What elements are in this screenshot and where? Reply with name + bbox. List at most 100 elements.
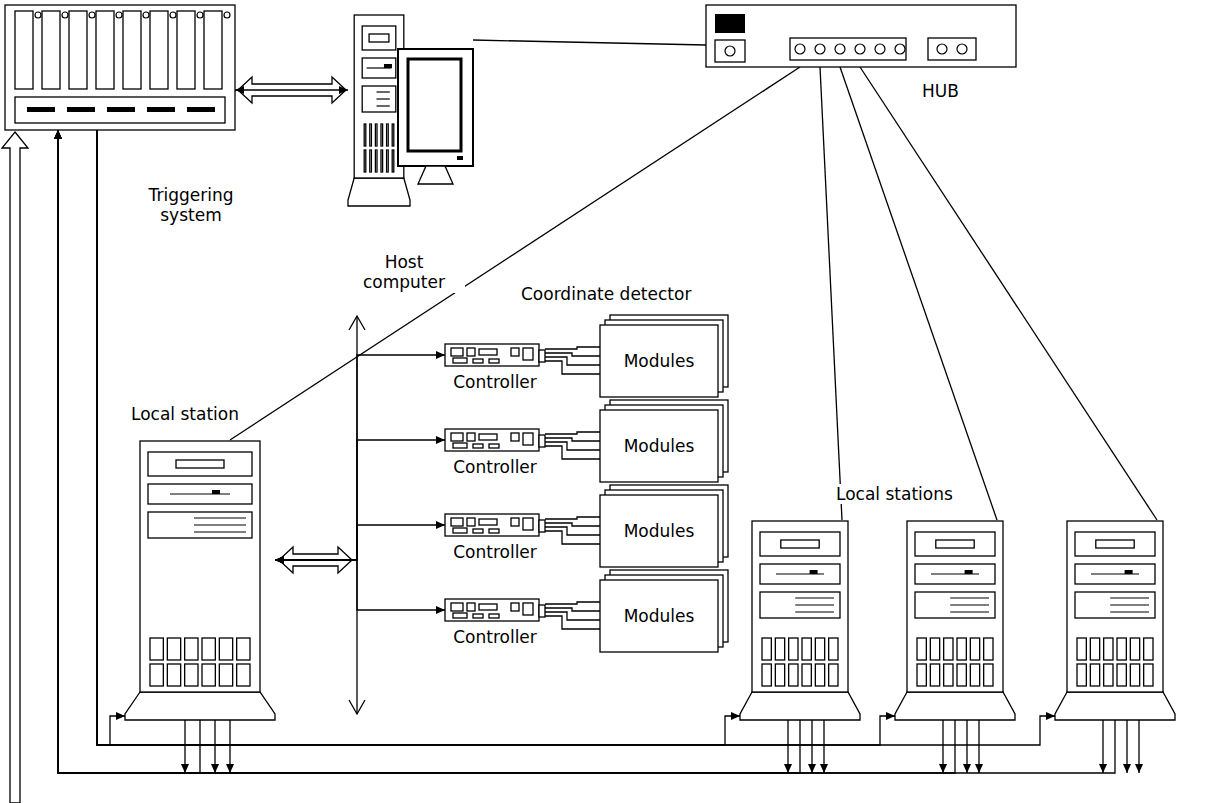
hub-port	[815, 44, 825, 54]
chip	[511, 348, 519, 356]
rack-switch	[147, 107, 175, 112]
drive-bay	[915, 564, 995, 584]
vent-slot	[917, 638, 926, 660]
signal-output-arrow	[978, 720, 979, 773]
vent-slot	[219, 664, 232, 686]
vent-slot	[789, 664, 798, 686]
vent-slot	[970, 638, 979, 660]
chip	[467, 518, 475, 526]
module-front	[600, 325, 718, 397]
vent-slot	[775, 664, 784, 686]
vent-slot	[1090, 638, 1099, 660]
chip	[511, 433, 519, 441]
vent-slot	[1104, 638, 1113, 660]
panel-line	[1110, 597, 1149, 598]
hub-case	[706, 5, 1016, 67]
card-connector	[539, 520, 545, 532]
node-label: Host computer	[343, 252, 465, 293]
chip	[473, 614, 483, 618]
vent-slot	[829, 638, 838, 660]
vent-slot	[829, 664, 838, 686]
chip	[453, 613, 467, 618]
connector	[230, 67, 800, 440]
vent-slot	[387, 150, 389, 172]
chip	[479, 349, 497, 355]
card-connector	[539, 350, 545, 362]
hub-port	[875, 44, 885, 54]
chip	[451, 518, 463, 526]
vent-slot	[370, 150, 372, 172]
tower-body	[140, 441, 260, 692]
rack-slot	[69, 11, 87, 89]
card-connector	[539, 605, 545, 617]
drive-bay	[1075, 564, 1155, 584]
vent-slot	[775, 638, 784, 660]
rack-led	[35, 12, 41, 18]
panel-line	[795, 611, 834, 612]
circuit-board	[445, 344, 539, 366]
chip	[451, 603, 463, 611]
chip	[523, 433, 533, 445]
connector	[473, 40, 706, 45]
drive-led	[384, 64, 392, 68]
connector	[275, 560, 445, 610]
monitor-stand	[418, 166, 453, 184]
rack-slot	[15, 11, 33, 89]
signal-output-arrow	[811, 720, 812, 773]
local-station: Local station	[125, 440, 275, 720]
connector	[58, 130, 1115, 773]
vent-slot	[957, 638, 966, 660]
drive-led	[212, 490, 220, 494]
vent-slot	[970, 664, 979, 686]
monitor-led	[457, 156, 463, 160]
panel-line	[377, 91, 390, 92]
vent-slot	[815, 664, 824, 686]
panel-line	[950, 611, 989, 612]
connector	[58, 130, 955, 773]
vent-slot	[930, 664, 939, 686]
signal-output-arrow	[942, 720, 943, 773]
node-label: Triggering system	[130, 185, 252, 226]
panel-line	[1110, 611, 1149, 612]
module-front	[600, 580, 718, 652]
panel-line	[950, 604, 989, 605]
modules-stack: Modules	[600, 580, 718, 652]
rack-led	[89, 12, 95, 18]
vent-slot	[930, 638, 939, 660]
front-panel	[1075, 592, 1155, 618]
node-illustration	[895, 520, 1015, 720]
chip	[473, 359, 483, 363]
controller-card: Controller	[445, 425, 545, 480]
vent-slot	[387, 124, 389, 146]
modules-stack: Modules	[600, 325, 718, 397]
signal-output-arrow	[214, 720, 215, 773]
signal-output-arrow	[1102, 720, 1103, 773]
connector	[545, 347, 600, 374]
rack-slot	[204, 11, 222, 89]
circuit-board	[445, 514, 539, 536]
host-computer: Host computer	[348, 14, 473, 206]
tower-base	[895, 692, 1015, 720]
triggering-system: Triggering system	[5, 5, 235, 130]
vent-slot	[202, 638, 215, 660]
hub-power-panel	[928, 38, 976, 60]
connector	[545, 432, 600, 459]
chip	[489, 614, 499, 618]
node-illustration	[5, 5, 235, 130]
signal-output-arrow	[184, 720, 185, 773]
drive-bay	[148, 452, 252, 476]
hub-port	[725, 46, 735, 56]
vent-slot	[944, 664, 953, 686]
node-label: Modules	[623, 351, 696, 371]
panel-line	[1110, 604, 1149, 605]
connector	[58, 130, 800, 773]
rack-led	[197, 12, 203, 18]
vent-slot	[789, 638, 798, 660]
drive-bay	[760, 564, 840, 584]
panel-line	[194, 531, 246, 532]
front-panel	[915, 592, 995, 618]
module-front	[600, 410, 718, 482]
chip	[489, 444, 499, 448]
chip	[451, 433, 463, 441]
rack-panel	[15, 97, 225, 123]
